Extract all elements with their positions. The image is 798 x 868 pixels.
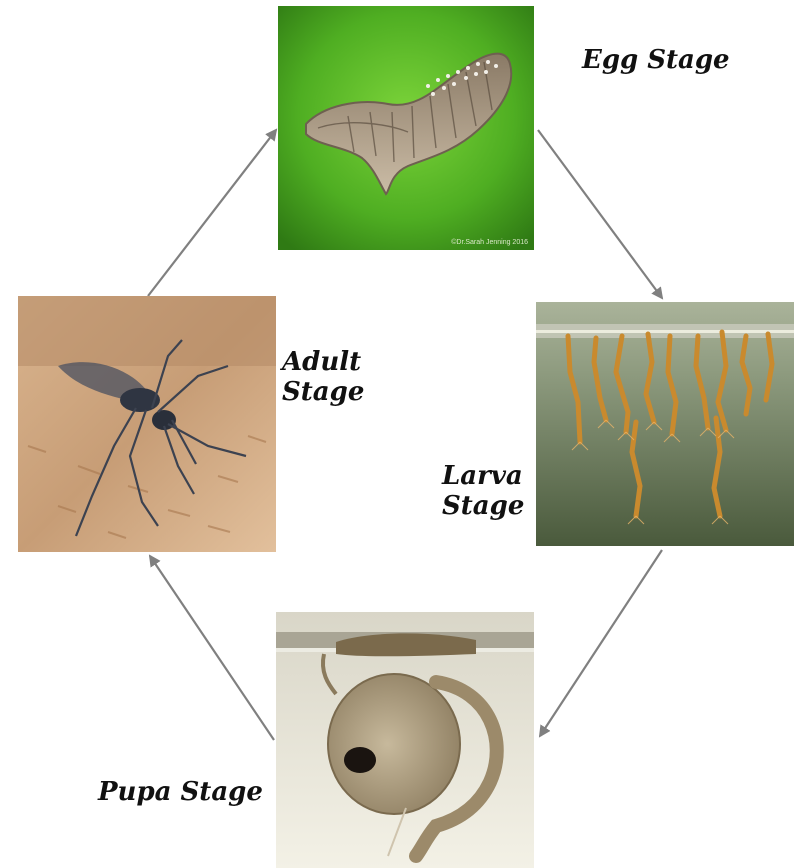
larva-stage-label: Larva Stage (442, 462, 524, 522)
egg-stage-photo: ©Dr.Sarah Jenning 2016 (278, 6, 534, 250)
arrow-egg-to-larva (538, 130, 662, 298)
larva-label-line2: Stage (442, 492, 524, 522)
adult-stage-label: Adult Stage (282, 348, 364, 408)
pupa-stage-photo (276, 612, 534, 868)
arrow-larva-to-pupa (540, 550, 662, 736)
larva-label-line1: Larva (442, 462, 524, 492)
adult-label-line2: Stage (282, 378, 364, 408)
arrow-adult-to-egg (148, 130, 276, 296)
pupa-stage-label: Pupa Stage (98, 778, 263, 808)
adult-label-line1: Adult (282, 348, 364, 378)
larva-stage-photo (536, 302, 794, 546)
adult-stage-photo (18, 296, 276, 552)
photo-caption: ©Dr.Sarah Jenning 2016 (451, 238, 528, 246)
arrow-pupa-to-adult (150, 556, 274, 740)
egg-stage-label: Egg Stage (582, 46, 730, 76)
